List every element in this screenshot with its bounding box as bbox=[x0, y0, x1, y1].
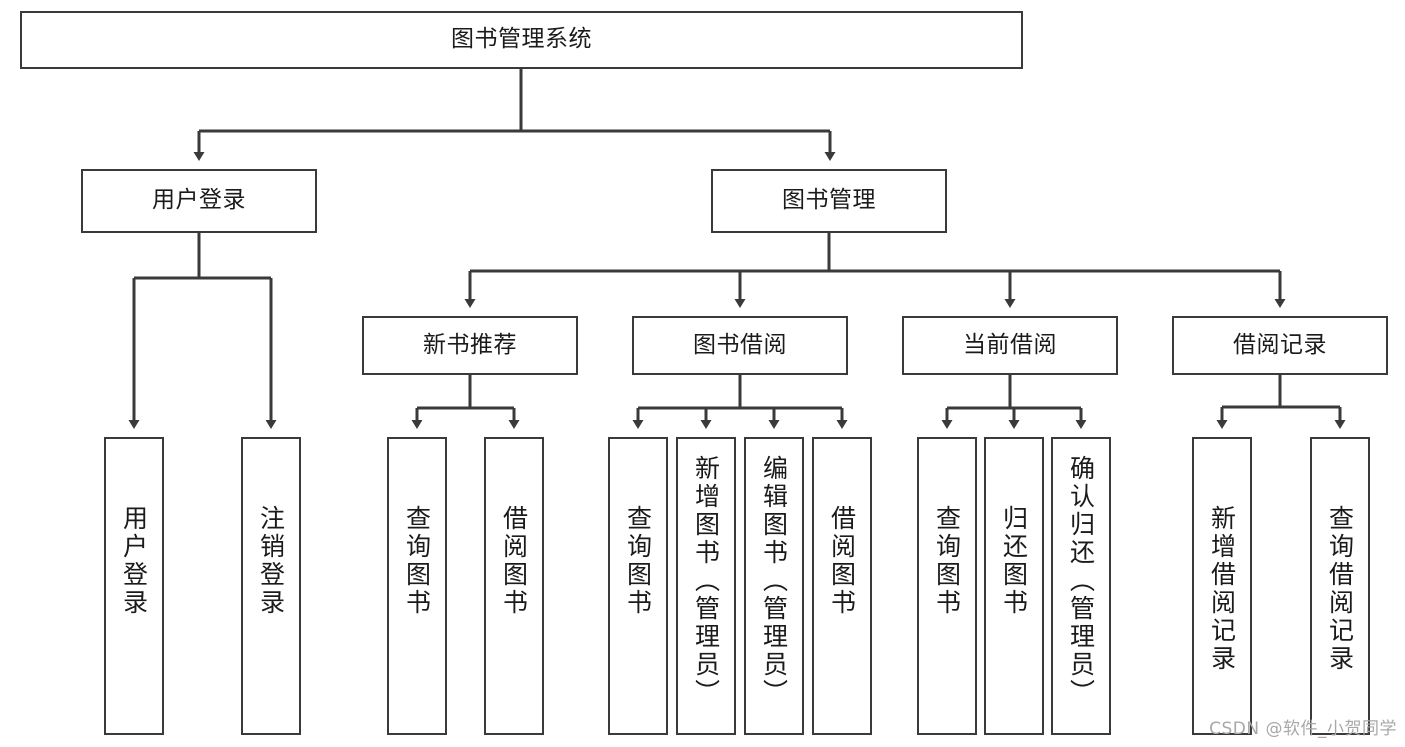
node-label: 当前借阅 bbox=[963, 331, 1057, 358]
leaf-node-leaf-add-book-admin[interactable]: 新增图书（管理员） bbox=[676, 437, 736, 735]
node-label: 借阅记录 bbox=[1233, 331, 1327, 358]
leaf-node-leaf-borrow-book-recommend[interactable]: 借阅图书 bbox=[484, 437, 544, 735]
node-label: 图书借阅 bbox=[693, 331, 787, 358]
node-label: 图书管理系统 bbox=[451, 26, 592, 53]
node-label: 查询图书 bbox=[402, 505, 432, 617]
node-label: 图书管理 bbox=[782, 187, 876, 214]
node-label: 归还图书 bbox=[999, 505, 1029, 617]
node-label: 借阅图书 bbox=[827, 505, 857, 617]
leaf-node-leaf-user-logout[interactable]: 注销登录 bbox=[241, 437, 301, 735]
leaf-node-leaf-user-login[interactable]: 用户登录 bbox=[104, 437, 164, 735]
node-label: 注销登录 bbox=[256, 505, 286, 617]
root-node-root[interactable]: 图书管理系统 bbox=[20, 11, 1023, 69]
level1-node-book-management[interactable]: 图书管理 bbox=[711, 169, 947, 233]
level2-node-borrow-record[interactable]: 借阅记录 bbox=[1172, 316, 1388, 375]
level1-node-user-login[interactable]: 用户登录 bbox=[81, 169, 317, 233]
level2-node-current-borrow[interactable]: 当前借阅 bbox=[902, 316, 1118, 375]
leaf-node-leaf-edit-book-admin[interactable]: 编辑图书（管理员） bbox=[744, 437, 804, 735]
leaf-node-leaf-borrow-book[interactable]: 借阅图书 bbox=[812, 437, 872, 735]
node-label: 新增图书（管理员） bbox=[691, 455, 721, 707]
node-label: 查询借阅记录 bbox=[1325, 505, 1355, 673]
node-label: 新增借阅记录 bbox=[1207, 505, 1237, 673]
level2-node-new-book-recommend[interactable]: 新书推荐 bbox=[362, 316, 578, 375]
leaf-node-leaf-add-borrow-record[interactable]: 新增借阅记录 bbox=[1192, 437, 1252, 735]
level2-node-book-borrow[interactable]: 图书借阅 bbox=[632, 316, 848, 375]
leaf-node-leaf-query-borrow-record[interactable]: 查询借阅记录 bbox=[1310, 437, 1370, 735]
leaf-node-leaf-query-book-current[interactable]: 查询图书 bbox=[917, 437, 977, 735]
leaf-node-leaf-query-book-recommend[interactable]: 查询图书 bbox=[387, 437, 447, 735]
node-label: 编辑图书（管理员） bbox=[759, 455, 789, 707]
leaf-node-leaf-return-book[interactable]: 归还图书 bbox=[984, 437, 1044, 735]
node-label: 新书推荐 bbox=[423, 331, 517, 358]
node-label: 借阅图书 bbox=[499, 505, 529, 617]
node-label: 用户登录 bbox=[152, 187, 246, 214]
node-label: 确认归还（管理员） bbox=[1066, 455, 1096, 707]
leaf-node-leaf-query-book-borrow[interactable]: 查询图书 bbox=[608, 437, 668, 735]
node-label: 查询图书 bbox=[932, 505, 962, 617]
node-label: 用户登录 bbox=[119, 505, 149, 617]
node-label: 查询图书 bbox=[623, 505, 653, 617]
leaf-node-leaf-confirm-return-admin[interactable]: 确认归还（管理员） bbox=[1051, 437, 1111, 735]
watermark: CSDN @软件_小贺同学 bbox=[1209, 719, 1397, 739]
